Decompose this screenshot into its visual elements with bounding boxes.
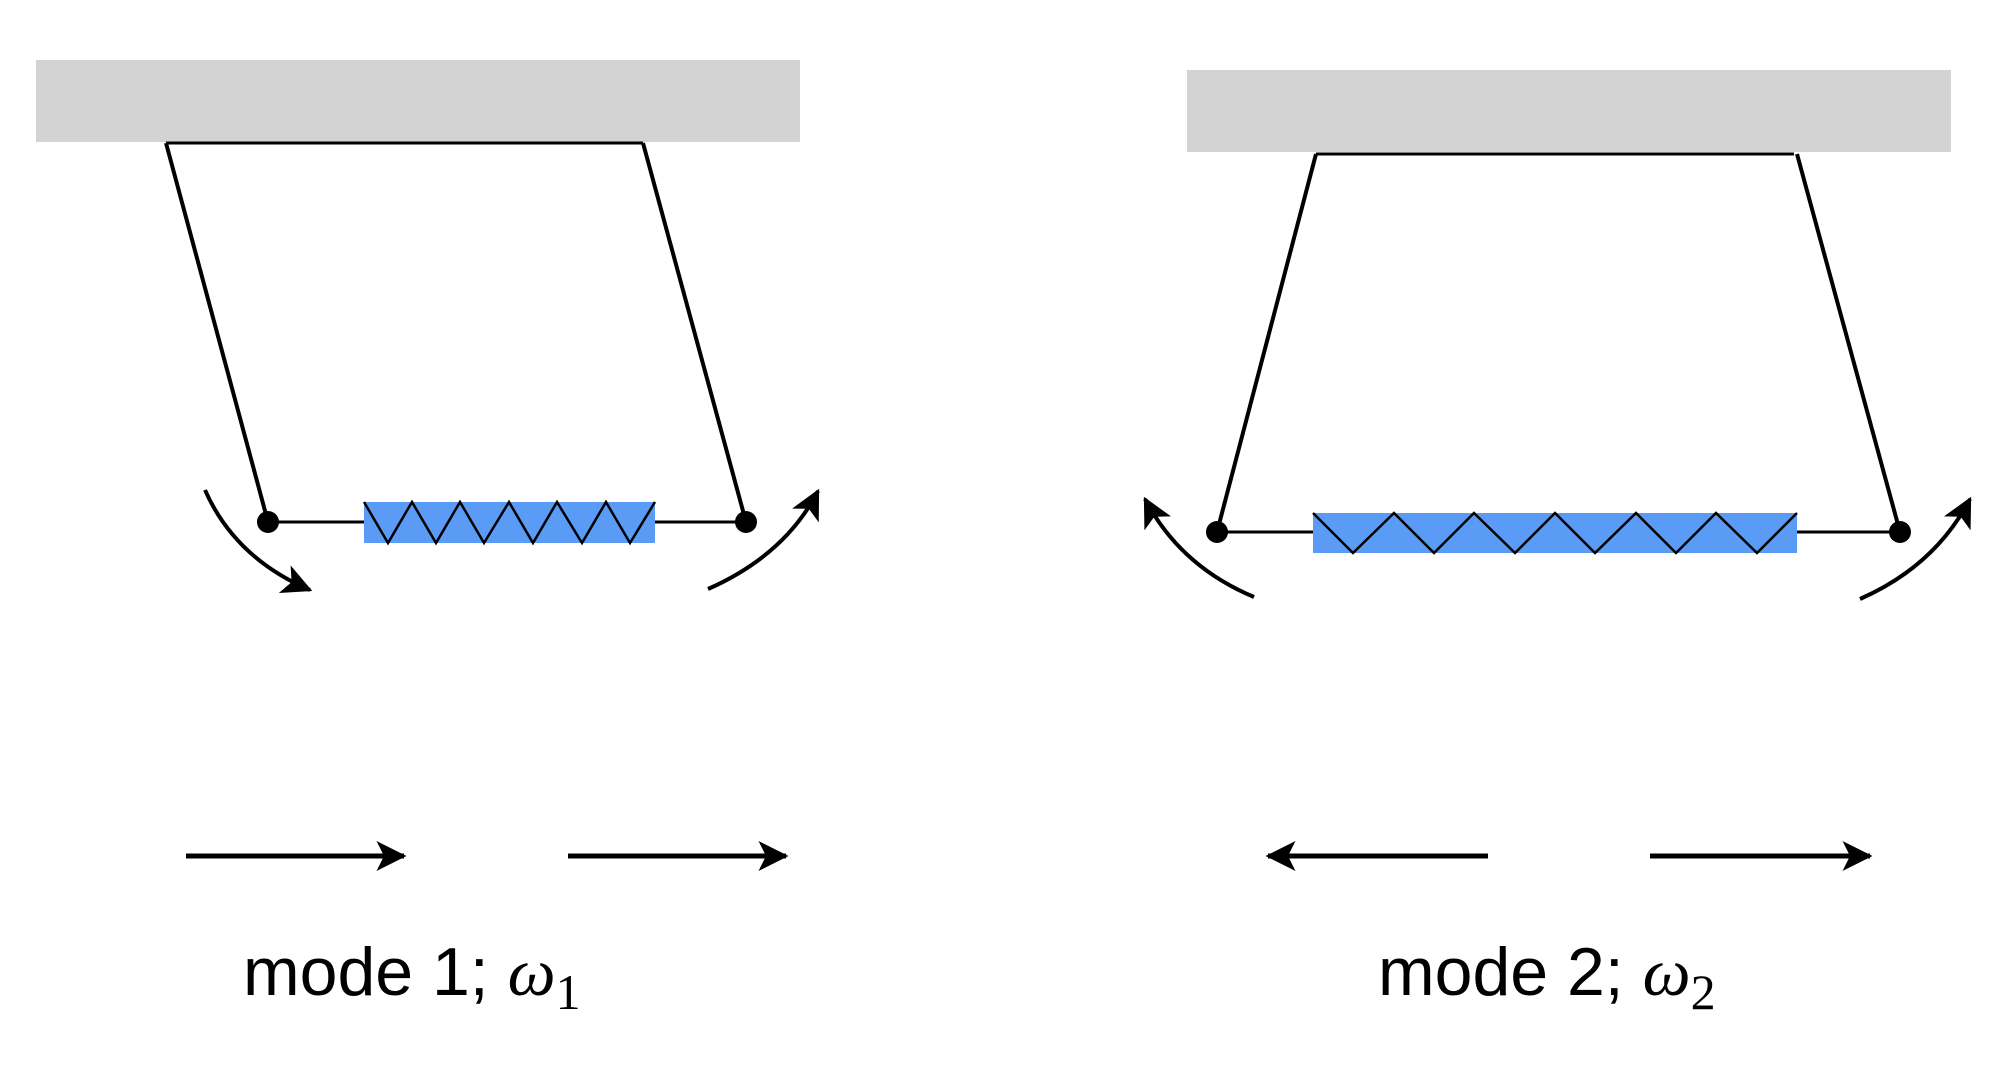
mode-2-spring-band (1313, 513, 1797, 553)
mode-2-caption: mode 2; ω2 (1378, 934, 1716, 1020)
mode-1-spring-band (364, 502, 655, 543)
mode-2-omega-subscript: 2 (1691, 964, 1716, 1020)
mode-2-panel: mode 2; ω2 (1143, 70, 1972, 1020)
mode-1-spring-zigzag (362, 499, 657, 546)
mode-2-left-rotation-arrow (1143, 496, 1255, 599)
mode-1-right-pendulum-rod (641, 142, 748, 523)
mode-2-ceiling-support (1187, 70, 1951, 152)
mode-1-right-bob (735, 511, 757, 533)
mode-2-left-bob (1206, 521, 1228, 543)
mode-1-left-pendulum-rod (164, 142, 270, 523)
mode-2-right-rotation-arrow (1859, 496, 1972, 601)
mode-2-right-pendulum-rod (1795, 153, 1902, 533)
mode-1-left-rotation-arrow (203, 489, 313, 593)
mode-1-right-rotation-arrow (707, 488, 820, 591)
mode-2-omega-symbol: ω (1643, 934, 1691, 1010)
mode-1-omega-subscript: 1 (556, 964, 581, 1020)
mode-1-ceiling-support (36, 60, 800, 142)
mode-2-right-bob (1889, 521, 1911, 543)
mode-1-left-bob (257, 511, 279, 533)
mode-1-panel: mode 1; ω1 (36, 60, 820, 1020)
mode-2-spring-zigzag (1312, 511, 1798, 555)
mode-1-caption: mode 1; ω1 (243, 934, 581, 1020)
mode-1-omega-symbol: ω (508, 934, 556, 1010)
mode-2-left-pendulum-rod (1215, 153, 1318, 533)
